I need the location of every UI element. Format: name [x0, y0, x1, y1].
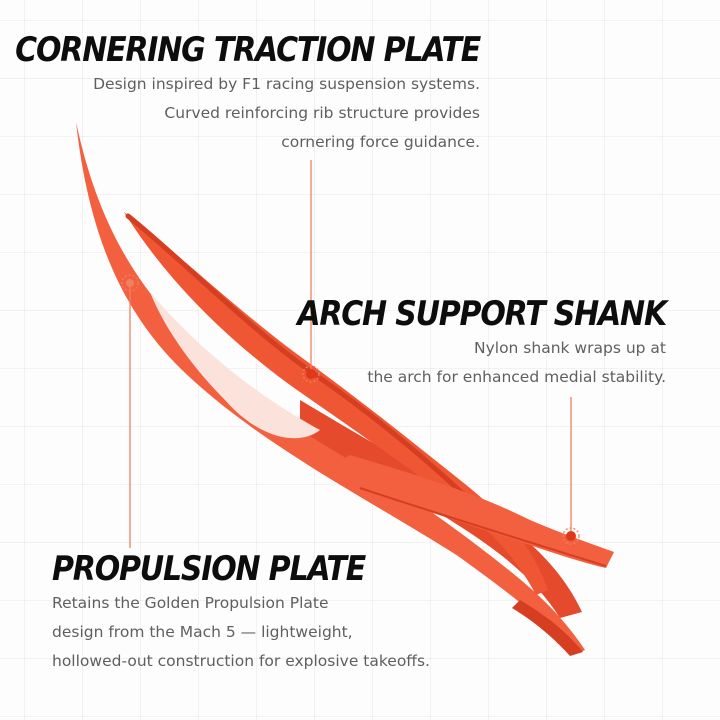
- arch-support-title: ARCH SUPPORT SHANK: [297, 294, 667, 334]
- arch-desc-line: Nylon shank wraps up at: [474, 339, 666, 357]
- propulsion-plate-callout: PROPULSION PLATE Retains the Golden Prop…: [52, 550, 430, 676]
- cornering-traction-title: CORNERING TRACTION PLATE: [15, 30, 481, 70]
- propulsion-desc-line: design from the Mach 5 — lightweight,: [52, 623, 353, 641]
- cornering-traction-callout: CORNERING TRACTION PLATE Design inspired…: [15, 31, 481, 157]
- cornering-desc-line: cornering force guidance.: [281, 133, 480, 151]
- propulsion-plate: [76, 122, 585, 654]
- arch-shank-marker: [562, 527, 580, 545]
- propulsion-plate-description: Retains the Golden Propulsion Plate desi…: [52, 589, 430, 676]
- cornering-rib: [125, 213, 493, 523]
- propulsion-plate-marker: [121, 274, 139, 292]
- plate-cutout: [150, 292, 320, 439]
- arch-support-shank: [341, 455, 614, 568]
- propulsion-desc-line: Retains the Golden Propulsion Plate: [52, 594, 329, 612]
- cornering-desc-line: Design inspired by F1 racing suspension …: [93, 75, 480, 93]
- propulsion-plate-title: PROPULSION PLATE: [52, 549, 366, 589]
- arch-support-description: Nylon shank wraps up at the arch for enh…: [297, 334, 666, 392]
- cornering-desc-line: Curved reinforcing rib structure provide…: [164, 104, 480, 122]
- arch-desc-line: the arch for enhanced medial stability.: [367, 368, 666, 386]
- cornering-plate-marker: [302, 365, 320, 383]
- arch-shank-edge: [359, 487, 607, 567]
- cornering-traction-description: Design inspired by F1 racing suspension …: [15, 70, 480, 157]
- plate-forefoot-tip: [512, 600, 583, 656]
- propulsion-desc-line: hollowed-out construction for explosive …: [52, 652, 430, 670]
- arch-support-callout: ARCH SUPPORT SHANK Nylon shank wraps up …: [297, 295, 667, 392]
